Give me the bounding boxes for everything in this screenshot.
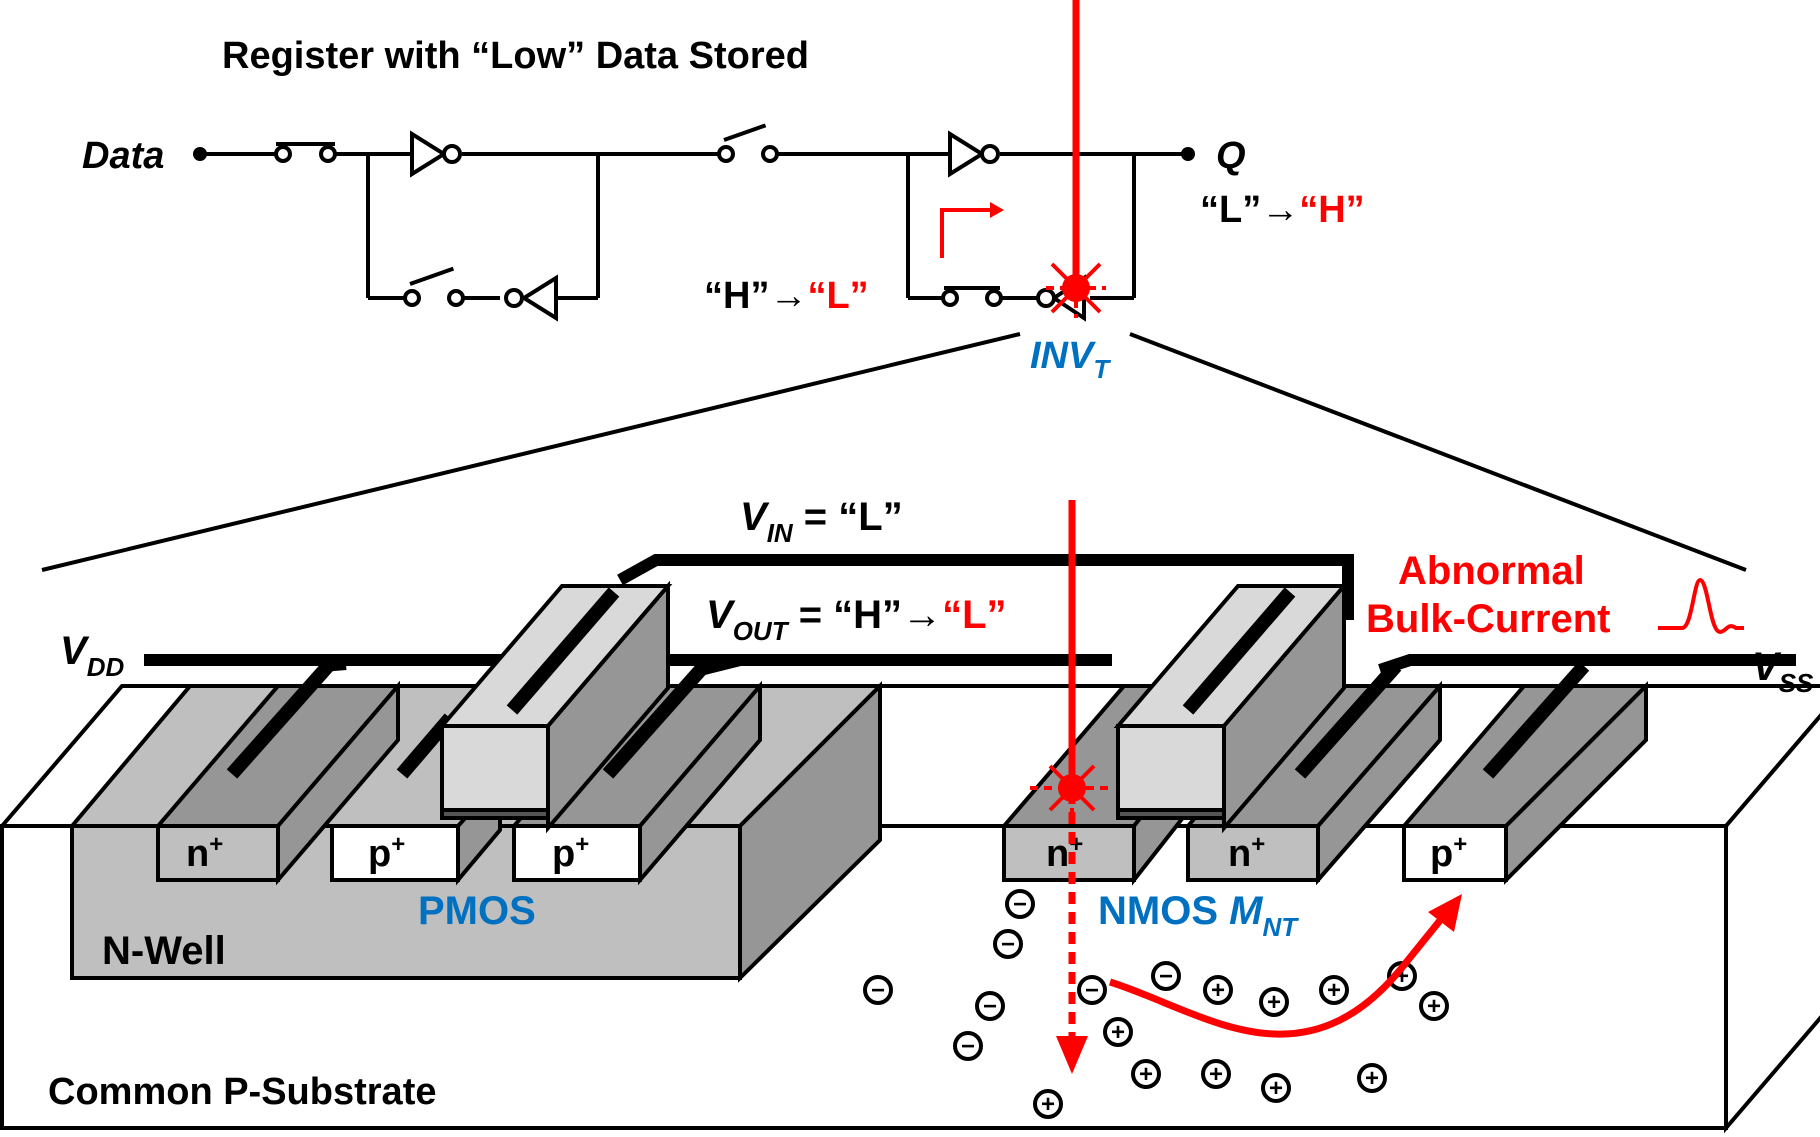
switch-icon — [717, 123, 779, 163]
inverter-icon — [504, 274, 558, 322]
inverter-icon — [410, 130, 462, 178]
bulk-current-arrow-icon — [1108, 894, 1462, 1038]
q-terminal — [1181, 147, 1195, 161]
nmos-gate-contact — [1182, 587, 1296, 715]
hole-icon: + — [1261, 1073, 1291, 1103]
hole-icon: + — [1201, 1059, 1231, 1089]
bulk-current-label: Bulk-Current — [1366, 597, 1610, 641]
vdd-label: VDD — [60, 629, 124, 682]
diagram-title: Register with “Low” Data Stored — [222, 35, 809, 77]
svg-text:−: − — [1085, 977, 1099, 1004]
data-terminal — [193, 147, 207, 161]
vin-label: VIN = “L” — [740, 495, 903, 548]
electron-icon: − — [1005, 889, 1035, 919]
nmos-label: NMOS MNT — [1098, 889, 1299, 942]
electron-icon: − — [863, 975, 893, 1005]
svg-text:−: − — [1001, 931, 1015, 958]
diffusion-label: n+ — [1228, 831, 1265, 875]
diffusion-label: p+ — [1430, 831, 1467, 875]
diffusion-fronts — [156, 824, 1508, 882]
hole-icon: + — [1259, 987, 1289, 1017]
data-label: Data — [82, 135, 164, 177]
laser-strike-lower-icon — [1030, 752, 1114, 824]
hole-icon: + — [1357, 1063, 1387, 1093]
q-label: Q — [1216, 135, 1246, 177]
current-pulse-icon — [1658, 577, 1744, 635]
svg-text:+: + — [1139, 1061, 1153, 1088]
svg-text:+: + — [1267, 989, 1281, 1016]
switch-icon — [403, 266, 465, 307]
switch-icon — [941, 286, 1003, 307]
pmos-label: PMOS — [418, 889, 536, 933]
svg-text:+: + — [1269, 1075, 1283, 1102]
svg-text:+: + — [1365, 1065, 1379, 1092]
inv-t-label: INVT — [1030, 335, 1111, 384]
vout-label: VOUT = “H”→“L” — [706, 593, 1007, 646]
inverter-icon — [948, 130, 1000, 178]
electron-icon: − — [953, 1031, 983, 1061]
svg-text:+: + — [1209, 1061, 1223, 1088]
hole-icon: + — [1419, 991, 1449, 1021]
carriers: −−−−−−−+++++++++++ — [863, 889, 1449, 1119]
zoom-lines — [41, 332, 1747, 572]
svg-text:−: − — [961, 1033, 975, 1060]
diffusion-label: p+ — [368, 831, 405, 875]
electron-icon: − — [993, 929, 1023, 959]
diffusion-label: n+ — [186, 831, 223, 875]
laser-strike-upper-icon — [1046, 258, 1106, 318]
diffusion-labels: n+ p+ p+ n+ n+ p+ — [186, 831, 1467, 875]
pmos-gate-contact — [506, 587, 620, 715]
substrate-label: Common P-Substrate — [48, 1071, 436, 1113]
vss-label: VSS — [1752, 645, 1814, 698]
hole-icon: + — [1103, 1017, 1133, 1047]
svg-text:−: − — [1013, 891, 1027, 918]
n-well-label: N-Well — [102, 929, 226, 973]
electron-icon: − — [1077, 975, 1107, 1005]
svg-text:−: − — [983, 993, 997, 1020]
metal-wires — [144, 554, 1796, 676]
hole-icon: + — [1033, 1089, 1063, 1119]
svg-text:−: − — [1159, 963, 1173, 990]
abnormal-label: Abnormal — [1398, 549, 1585, 593]
svg-text:+: + — [1327, 977, 1341, 1004]
laser-beam-lower — [1056, 500, 1088, 1074]
svg-text:−: − — [871, 977, 885, 1004]
svg-text:+: + — [1041, 1091, 1055, 1118]
diffusion-label: p+ — [552, 831, 589, 875]
register-schematic — [200, 152, 1188, 300]
svg-text:+: + — [1211, 977, 1225, 1004]
q-transition: “L”→“H” — [1200, 189, 1365, 231]
electron-icon: − — [1151, 961, 1181, 991]
svg-text:+: + — [1111, 1019, 1125, 1046]
switch-icon — [274, 142, 337, 163]
electron-icon: − — [975, 991, 1005, 1021]
feedback-arrow-icon — [940, 202, 1004, 258]
hole-icon: + — [1203, 975, 1233, 1005]
hole-icon: + — [1319, 975, 1349, 1005]
svg-text:+: + — [1427, 993, 1441, 1020]
node-transition: “H”→“L” — [704, 275, 869, 317]
hole-icon: + — [1131, 1059, 1161, 1089]
